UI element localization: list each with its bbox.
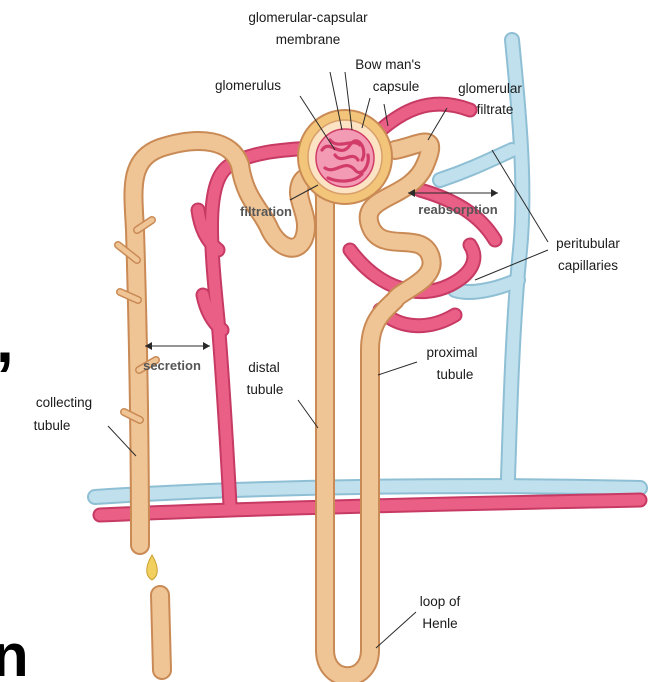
- label-collecting-tubule-line1: collecting: [36, 395, 92, 410]
- edge-comma-glyph: ,: [0, 304, 14, 376]
- label-distal-tubule-line1: distal: [248, 360, 280, 375]
- label-reabsorption: reabsorption: [418, 202, 498, 217]
- label-proximal-tubule-line2: tubule: [437, 367, 474, 382]
- label-glomerulus: glomerulus: [215, 78, 281, 93]
- label-glomerular-capsular-membrane-line2: membrane: [276, 32, 341, 47]
- label-secretion: secretion: [143, 358, 201, 373]
- label-glomerular-filtrate-line2: filtrate: [477, 102, 514, 117]
- label-glomerular-filtrate-line1: glomerular: [458, 81, 522, 96]
- label-collecting-tubule-line2: tubule: [34, 418, 71, 433]
- label-peritubular-capillaries-line1: peritubular: [556, 236, 620, 251]
- label-glomerular-capsular-membrane-line1: glomerular-capsular: [248, 10, 368, 25]
- glomerulus-shape: [316, 129, 374, 187]
- label-loop-of-henle-line1: loop of: [420, 594, 461, 609]
- label-bowmans-capsule-line2: capsule: [373, 79, 420, 94]
- label-peritubular-capillaries-line2: capillaries: [558, 258, 618, 273]
- tubules: [118, 141, 432, 676]
- edge-letter-glyph: n: [0, 622, 29, 682]
- label-loop-of-henle-line2: Henle: [422, 616, 457, 631]
- label-proximal-tubule-line1: proximal: [426, 345, 477, 360]
- urine-droplet: [147, 555, 158, 580]
- label-bowmans-capsule-line1: Bow man's: [355, 57, 421, 72]
- label-distal-tubule-line2: tubule: [247, 382, 284, 397]
- label-filtration: filtration: [240, 204, 292, 219]
